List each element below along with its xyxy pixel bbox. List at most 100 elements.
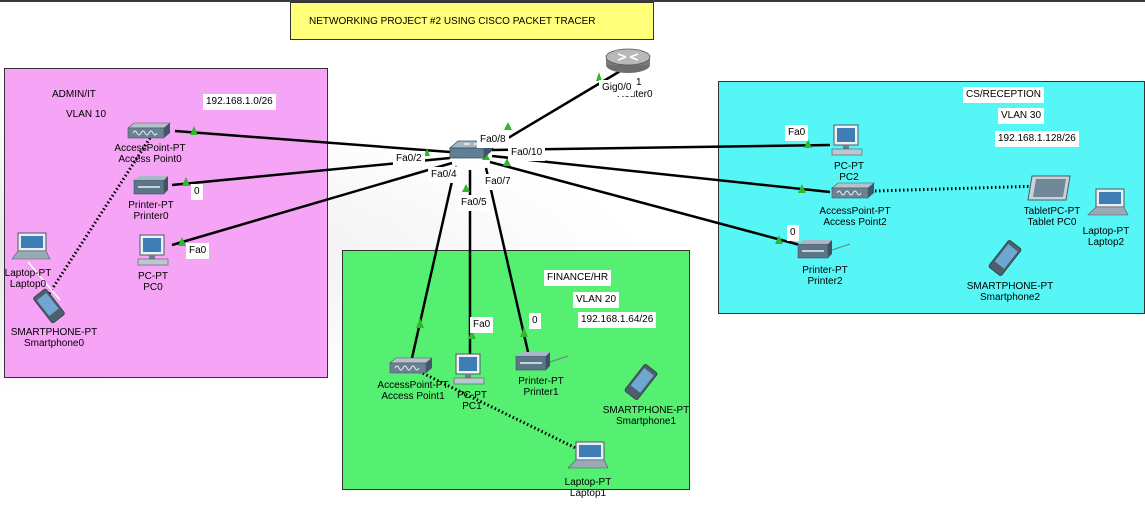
laptop2-label: Laptop-PT Laptop2	[1076, 226, 1136, 248]
pc0-name: PC0	[143, 282, 163, 293]
printer0-name: Printer0	[133, 211, 169, 222]
access-point-icon[interactable]	[828, 182, 876, 202]
link-up-indicator	[182, 177, 190, 186]
link-pc2-switch	[491, 143, 831, 152]
wireless-ap1-laptop1	[411, 366, 591, 457]
printer0-port-label: 0	[191, 184, 203, 200]
smartphone1-label: SMARTPHONE-PT Smartphone1	[600, 405, 692, 427]
smartphone2-label: SMARTPHONE-PT Smartphone2	[962, 281, 1058, 303]
router-model: 1	[636, 77, 642, 88]
ap1-name: Access Point1	[381, 391, 445, 402]
pc-icon[interactable]	[452, 352, 486, 388]
ap2-label: AccessPoint-PT Access Point2	[812, 206, 898, 228]
pc2-model: PC-PT	[834, 161, 864, 172]
link-up-indicator	[178, 237, 186, 246]
printer2-port-label: 0	[787, 225, 799, 241]
laptop2-model: Laptop-PT	[1082, 226, 1130, 237]
link-ap0-switch	[174, 129, 451, 154]
laptop2-name: Laptop2	[1087, 237, 1125, 248]
smartphone2-name: Smartphone2	[979, 292, 1041, 303]
pc2-name: PC2	[839, 172, 859, 183]
link-up-indicator	[596, 72, 602, 81]
laptop0-model: Laptop-PT	[4, 268, 52, 279]
link-up-indicator	[468, 330, 476, 339]
link-printer2-switch	[489, 160, 801, 247]
zone-finance-vlan: VLAN 20	[573, 292, 620, 308]
printer0-model: Printer-PT	[128, 200, 174, 211]
laptop1-model: Laptop-PT	[564, 477, 612, 488]
pc-icon[interactable]	[136, 233, 170, 269]
link-up-indicator	[190, 126, 198, 135]
access-point-icon[interactable]	[386, 357, 434, 377]
router-icon[interactable]	[604, 48, 652, 74]
printer1-name: Printer1	[523, 387, 559, 398]
smartphone0-model: SMARTPHONE-PT	[10, 327, 98, 338]
access-point-icon[interactable]	[124, 122, 172, 142]
link-ap1-switch	[410, 167, 457, 359]
project-title[interactable]: NETWORKING PROJECT #2 USING CISCO PACKET…	[290, 2, 654, 40]
printer2-label: Printer-PT Printer2	[792, 265, 858, 287]
link-pc0-switch	[171, 161, 453, 247]
printer-icon[interactable]	[132, 176, 170, 198]
pc2-port-label: Fa0	[785, 125, 809, 141]
link-up-indicator	[424, 148, 430, 156]
link-up-indicator	[520, 327, 528, 337]
smartphone1-model: SMARTPHONE-PT	[602, 405, 690, 416]
switch-port-fa0-4: Fa0/4	[428, 167, 460, 183]
printer2-model: Printer-PT	[802, 265, 848, 276]
pc-icon[interactable]	[830, 123, 864, 159]
zone-finance-subnet: 192.168.1.64/26	[578, 312, 657, 328]
tablet-icon[interactable]	[1026, 174, 1074, 204]
link-up-indicator	[798, 184, 806, 193]
link-up-indicator	[462, 184, 470, 192]
router-name: Router0	[617, 89, 653, 100]
pc0-label: PC-PT PC0	[128, 271, 178, 293]
pc0-port-label: Fa0	[186, 243, 210, 259]
pc2-label: PC-PT PC2	[824, 161, 874, 183]
wireless-laptop0-smartphone0	[27, 261, 61, 301]
wireless-ap0-smartphone0	[43, 137, 152, 301]
laptop-icon[interactable]	[10, 231, 52, 265]
ap0-name: Access Point0	[118, 154, 182, 165]
link-ap2-switch	[491, 154, 831, 194]
printer1-label: Printer-PT Printer1	[508, 376, 574, 398]
ap0-model: AccessPoint-PT	[114, 143, 186, 154]
ap1-label: AccessPoint-PT Access Point1	[368, 380, 458, 402]
ap1-model: AccessPoint-PT	[377, 380, 449, 391]
zone-admin-it[interactable]	[4, 68, 328, 378]
printer2-name: Printer2	[807, 276, 843, 287]
smartphone1-name: Smartphone1	[615, 416, 677, 427]
laptop-icon[interactable]	[1086, 187, 1132, 221]
printer-icon[interactable]	[514, 352, 570, 374]
printer1-port-label: 0	[529, 313, 541, 329]
laptop-icon[interactable]	[566, 440, 612, 474]
tablet0-model: TabletPC-PT	[1023, 206, 1081, 217]
printer-icon[interactable]	[796, 240, 852, 262]
tablet0-name: Tablet PC0	[1027, 217, 1077, 228]
window-top-border	[0, 0, 1145, 2]
zone-cs-subnet: 192.168.1.128/26	[995, 131, 1079, 147]
ap2-name: Access Point2	[823, 217, 887, 228]
zone-admin-vlan: VLAN 10	[66, 109, 107, 120]
pc1-port-label: Fa0	[470, 317, 494, 333]
smartphone2-model: SMARTPHONE-PT	[966, 281, 1054, 292]
laptop1-name: Laptop1	[569, 488, 607, 499]
pc1-label: PC-PT PC1	[448, 390, 496, 412]
printer0-label: Printer-PT Printer0	[118, 200, 184, 222]
pc1-model: PC-PT	[457, 390, 487, 401]
smartphone-icon[interactable]	[616, 362, 666, 402]
smartphone-icon[interactable]	[982, 238, 1028, 278]
link-up-indicator	[775, 235, 783, 244]
zone-cs-vlan: VLAN 30	[998, 108, 1045, 124]
link-up-indicator	[416, 318, 424, 328]
pc0-model: PC-PT	[138, 271, 168, 282]
tablet0-label: TabletPC-PT Tablet PC0	[1016, 206, 1088, 228]
laptop1-label: Laptop-PT Laptop1	[558, 477, 618, 499]
laptop0-label: Laptop-PT Laptop0	[0, 268, 56, 290]
switch-port-fa0-7: Fa0/7	[482, 174, 514, 190]
zone-cs-name: CS/RECEPTION	[963, 87, 1045, 103]
ap0-label: AccessPoint-PT Access Point0	[106, 143, 194, 165]
smartphone-icon[interactable]	[26, 288, 72, 324]
switch-port-fa0-10: Fa0/10	[508, 145, 546, 161]
